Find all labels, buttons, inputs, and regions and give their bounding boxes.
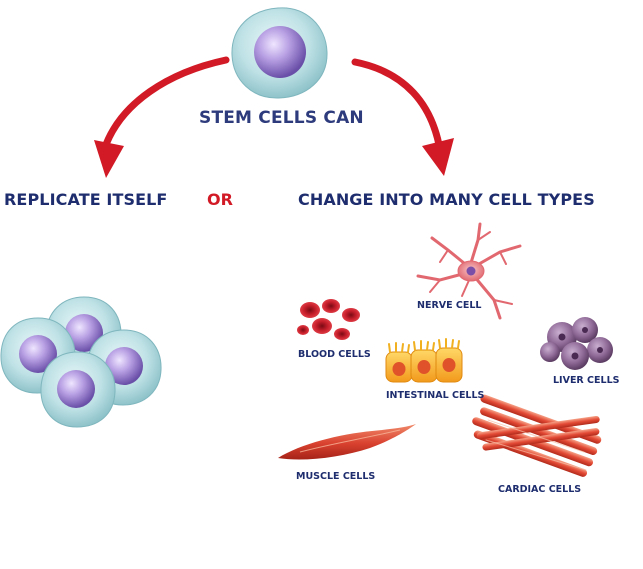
cardiac-cells-icon xyxy=(472,394,602,477)
or-connector: OR xyxy=(207,190,233,209)
intestinal-cells-icon xyxy=(385,338,463,383)
blood-cells-icon xyxy=(297,299,360,340)
change-heading: CHANGE INTO MANY CELL TYPES xyxy=(298,190,595,209)
left-arrow-icon xyxy=(94,56,230,178)
nerve-cell-icon xyxy=(416,222,522,320)
replicated-cells-cluster-icon xyxy=(0,296,162,428)
liver-cells-icon xyxy=(540,317,613,370)
muscle-cells-label: MUSCLE CELLS xyxy=(296,471,376,482)
cardiac-cells-label: CARDIAC CELLS xyxy=(498,484,582,495)
nerve-cell-label: NERVE CELL xyxy=(417,300,482,311)
top-stem-cell-icon xyxy=(231,7,328,99)
blood-cells-label: BLOOD CELLS xyxy=(298,349,371,360)
right-arrow-icon xyxy=(351,58,454,176)
page-title: STEM CELLS CAN xyxy=(199,108,364,128)
liver-cells-label: LIVER CELLS xyxy=(553,375,620,386)
intestinal-cells-label: INTESTINAL CELLS xyxy=(386,390,485,401)
muscle-cells-icon xyxy=(278,424,416,460)
replicate-heading: REPLICATE ITSELF xyxy=(4,190,168,209)
